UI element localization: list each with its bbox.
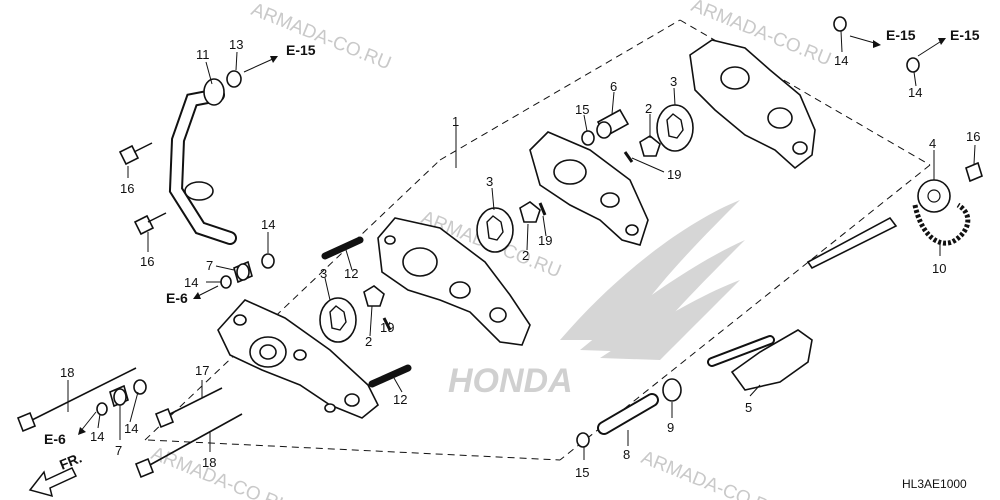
drive-chain-10 [912,202,971,246]
bolt-16-lower [133,212,167,236]
callout-14-lower-a: 14 [90,429,104,444]
callout-1: 1 [452,114,459,129]
callout-7-upper: 7 [206,258,213,273]
o-ring-14-top [833,16,847,32]
rotor-3-right [656,104,694,152]
callout-numbers: 11 13 16 16 14 7 14 18 14 7 14 17 18 3 1… [60,37,980,480]
callout-14-right: 14 [908,85,922,100]
callout-19-left: 19 [380,320,394,335]
callout-5: 5 [745,400,752,415]
callout-10: 10 [932,261,946,276]
rotor-3-left [319,297,357,343]
inner-rotor-2-right [639,135,661,157]
watermark-bottom-right: ARMADA-CO.RU [638,447,784,500]
leader-lines [67,30,976,460]
callout-15-lower: 15 [575,465,589,480]
bolt-16-right [965,161,983,183]
dowel-pin-12-lower [368,364,412,388]
honda-wing-logo: HONDA [448,200,745,400]
watermark-top: ARMADA-CO.RU [248,0,394,74]
o-ring-13 [226,70,242,88]
bolt-18-lower [134,413,243,479]
diagram-code: HL3AE1000 [902,477,967,491]
callout-13: 13 [229,37,243,52]
o-ring-14-upper [261,253,275,269]
callout-2-left: 2 [365,334,372,349]
ref-label-e6-upper: E-6 [166,290,188,306]
sprocket-4 [917,179,951,213]
callout-19-middle: 19 [538,233,552,248]
fitting-7-lower [109,384,129,408]
callout-14-lower-b: 14 [124,421,138,436]
callout-6: 6 [610,79,617,94]
guide-plate [806,216,898,270]
fitting-7-upper [233,260,253,284]
washer-14-lower-b [133,379,147,395]
bolt-16-upper [118,142,153,166]
pump-housing-lower [217,299,380,419]
pin-19-middle [538,202,547,216]
callout-11: 11 [196,47,210,62]
inner-rotor-2-left [363,285,385,307]
callout-14-pipe: 14 [261,217,275,232]
ref-label-e15-left: E-15 [286,42,316,58]
callout-4: 4 [929,136,936,151]
ref-arrow-e15-left[interactable]: E-15 [243,42,316,73]
ref-arrow-e15-right[interactable]: E-15 [917,27,980,57]
callout-3-right: 3 [670,74,677,89]
seal-9 [662,378,682,402]
washer-14-lower-a [96,402,108,416]
watermark-bottom-left: ARMADA-CO.RU [148,443,294,500]
callout-18-lower: 18 [202,455,216,470]
front-label: FR. [57,449,84,472]
callout-16-upper: 16 [120,181,134,196]
ref-arrow-e6-upper[interactable]: E-6 [166,285,219,306]
o-ring-15-lower [576,432,590,448]
honda-brand-text: HONDA [448,362,573,400]
ref-label-e15-right: E-15 [950,27,980,43]
bolt-18-upper [16,367,137,433]
callout-3-middle: 3 [486,174,493,189]
callout-14-left: 14 [184,275,198,290]
pin-19-left [382,317,392,331]
dowel-pin-12-upper [321,236,364,260]
pump-cover-upper [689,39,816,170]
callout-3-left: 3 [320,266,327,281]
callout-16-lower: 16 [140,254,154,269]
ref-arrow-e6-lower[interactable]: E-6 [44,411,97,447]
ref-label-e6-lower: E-6 [44,431,66,447]
ref-label-e15-middle: E-15 [886,27,916,43]
o-ring-14-right [906,57,920,73]
pipe-8 [597,393,659,435]
o-ring-15-upper [581,130,595,146]
callout-17: 17 [195,363,209,378]
bolt-17 [154,387,223,429]
pump-body-middle [377,217,531,346]
callout-2-middle: 2 [522,248,529,263]
callout-19-right: 19 [667,167,681,182]
pin-19-right [623,151,634,163]
inner-rotor-2-middle [519,201,541,223]
callout-12-lower: 12 [393,392,407,407]
oil-strainer-5 [707,329,813,391]
callout-15-upper: 15 [575,102,589,117]
callout-7-lower: 7 [115,443,122,458]
collar-6 [596,108,630,139]
callout-2-right: 2 [645,101,652,116]
callout-12-upper: 12 [344,266,358,281]
front-direction-arrow: FR. [28,449,84,498]
callout-18-upper: 18 [60,365,74,380]
oil-pipe [168,78,237,245]
callout-8: 8 [623,447,630,462]
rotor-3-middle [476,207,514,253]
washer-14-left [220,275,232,289]
callout-16-right: 16 [966,129,980,144]
callout-14-top: 14 [834,53,848,68]
pump-plate-upper [529,131,649,246]
callout-9: 9 [667,420,674,435]
ref-arrow-e15-middle[interactable]: E-15 [849,27,916,48]
